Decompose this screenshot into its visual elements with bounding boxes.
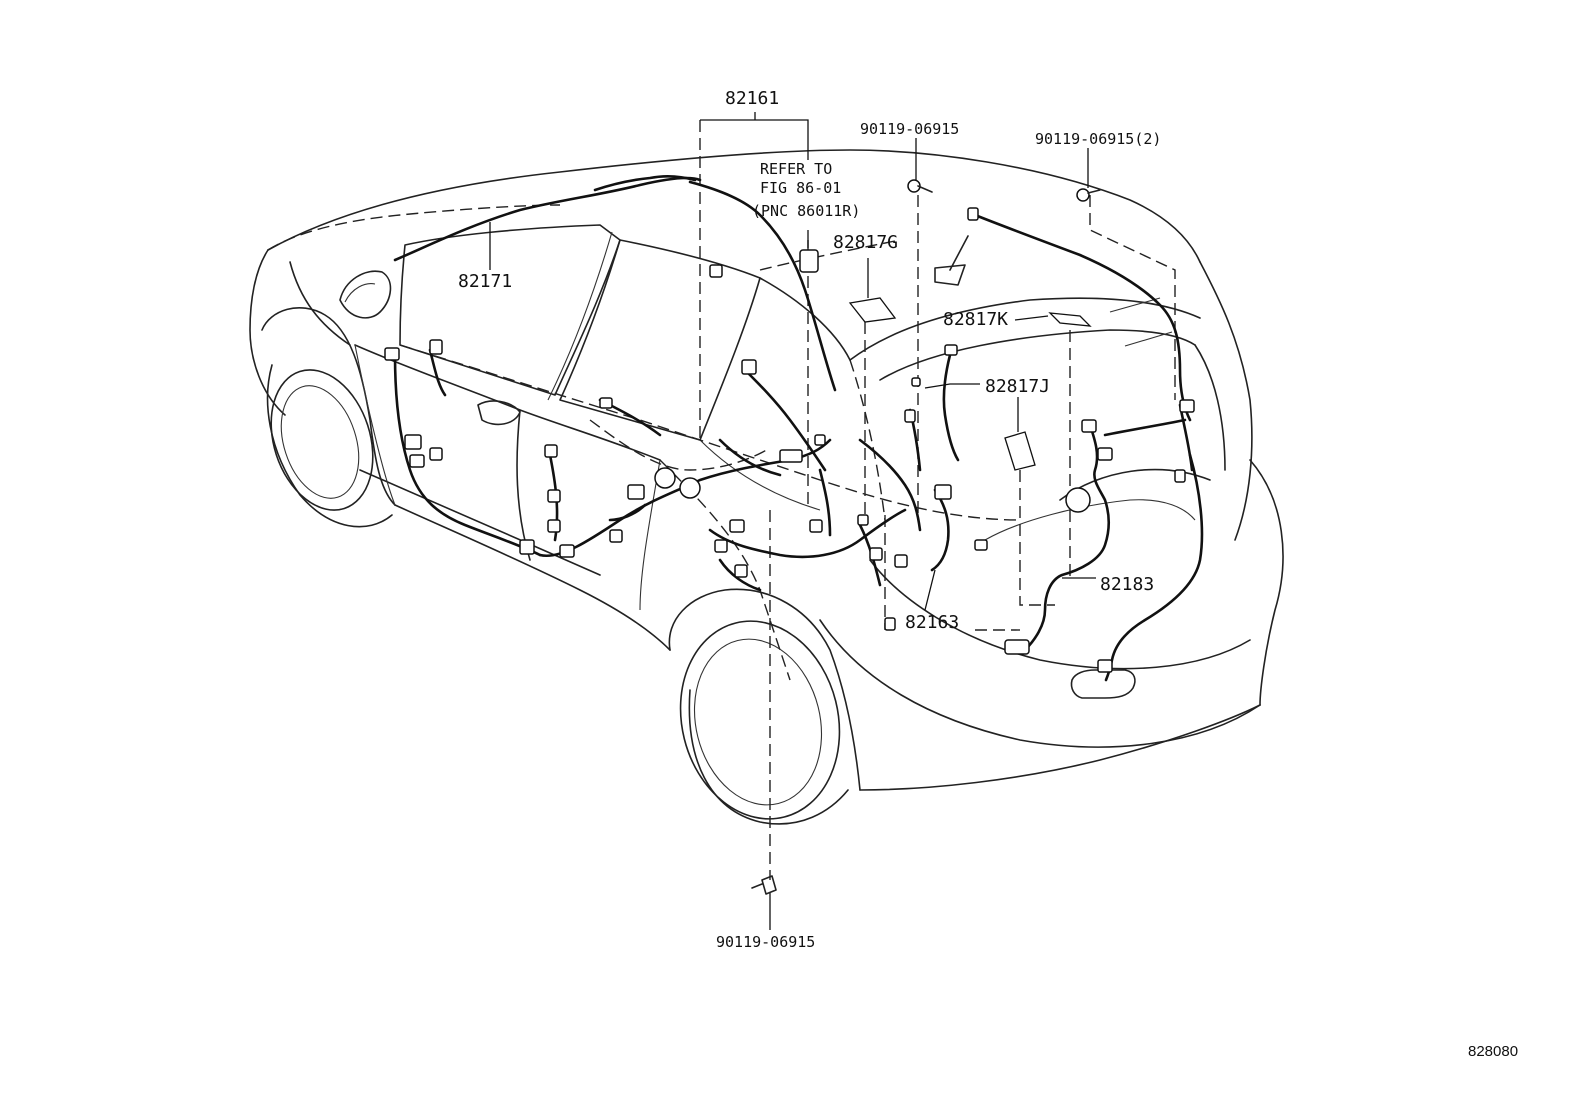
refer-note-line1: REFER TO	[760, 160, 832, 178]
callout-bolt-top: 90119-06915	[860, 120, 959, 138]
figure-number: 828080	[1468, 1043, 1518, 1060]
connector-icon	[547, 489, 561, 503]
connector-icon	[894, 554, 908, 568]
connector-icon	[609, 529, 623, 543]
connector-icon	[884, 617, 896, 631]
bolt-bottom	[751, 875, 777, 930]
callout-82817K: 82817K	[943, 309, 1008, 330]
refer-note-line3: (PNC 86011R)	[752, 202, 860, 220]
connector-icon	[779, 449, 803, 463]
bolt-icon	[1076, 188, 1090, 202]
car-body-outline	[249, 149, 1284, 825]
callout-bolt-right: 90119-06915(2)	[1035, 130, 1161, 148]
connector-icon	[1097, 659, 1113, 673]
callout-82161: 82161	[725, 88, 779, 109]
callout-bolt-bottom: 90119-06915	[716, 933, 815, 951]
connector-icon	[934, 484, 952, 500]
connector-icon	[599, 397, 613, 409]
connector-icon	[809, 519, 823, 533]
callout-82817J: 82817J	[985, 376, 1050, 397]
label-tag-icon	[848, 297, 897, 323]
clip-icon	[679, 477, 701, 499]
label-tag-icon	[1004, 431, 1036, 471]
connector-icon	[904, 409, 916, 423]
connector-icon	[967, 207, 979, 221]
label-tag-icon	[1048, 312, 1092, 327]
connector-icon	[1174, 469, 1186, 483]
antenna-icon	[934, 235, 969, 286]
bolt-top	[907, 179, 933, 193]
clip-icon	[1065, 487, 1091, 513]
connector-icon	[974, 539, 988, 551]
connector-icon	[429, 339, 443, 355]
connector-icon	[869, 547, 883, 561]
connector-icon	[714, 539, 728, 553]
connector-icon	[547, 519, 561, 533]
connector-icon	[409, 454, 425, 468]
connector-icon	[741, 359, 757, 375]
leader-lines	[489, 112, 1096, 611]
connector-icon	[814, 434, 826, 446]
connector-icon	[709, 264, 723, 278]
connector-icon	[627, 484, 645, 500]
callout-82163: 82163	[905, 612, 959, 633]
callout-82183: 82183	[1100, 574, 1154, 595]
bolt-right	[1076, 188, 1101, 202]
connector-icon	[1081, 419, 1097, 433]
connector-icon	[799, 249, 819, 273]
harness-82161-floor	[393, 348, 907, 592]
connectors	[384, 207, 1195, 673]
connector-icon	[544, 444, 558, 458]
connector-icon	[384, 347, 400, 361]
phantom-lines	[267, 120, 1176, 880]
clip-icon	[654, 467, 676, 489]
connector-icon	[559, 544, 575, 558]
connector-icon	[944, 344, 958, 356]
connector-icon	[911, 377, 921, 387]
harness-82171-roof	[393, 174, 837, 392]
connector-icon	[404, 434, 422, 450]
connector-icon	[1097, 447, 1113, 461]
connector-icon	[1179, 399, 1195, 413]
bolt-icon	[751, 875, 777, 895]
callout-82171: 82171	[458, 271, 512, 292]
connector-icon	[429, 447, 443, 461]
refer-note-line2: FIG 86-01	[760, 179, 841, 197]
connector-icon	[734, 564, 748, 578]
callout-82817G: 82817G	[833, 232, 898, 253]
connector-icon	[729, 519, 745, 533]
connector-icon	[519, 539, 535, 555]
connector-icon	[857, 514, 869, 526]
connector-icon	[1004, 639, 1030, 655]
